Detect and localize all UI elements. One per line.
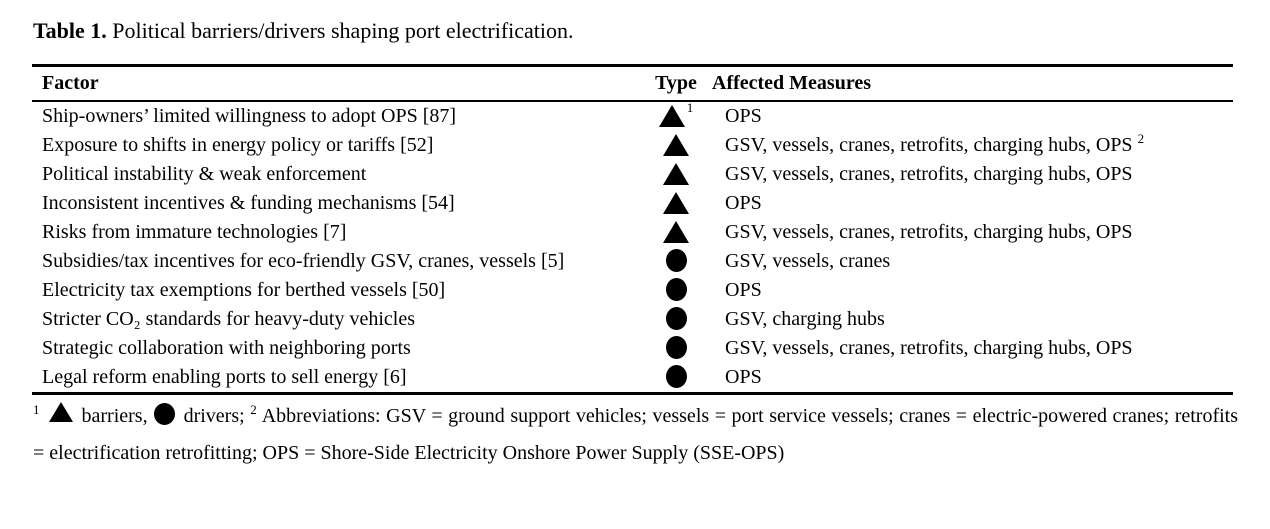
table-body: Ship-owners’ limited willingness to adop…	[32, 100, 1233, 392]
footnote-circle-label: drivers;	[183, 405, 245, 427]
triangle-icon	[663, 221, 689, 243]
type-cell	[640, 363, 712, 392]
circle-icon	[153, 403, 175, 425]
factor-cell: Strategic collaboration with neighboring…	[42, 337, 411, 359]
triangle-icon	[658, 105, 685, 127]
table-row: Exposure to shifts in energy policy or t…	[32, 131, 1233, 160]
footnote-sup-2: 2	[250, 402, 257, 418]
measures-cell: OPS	[712, 189, 1233, 218]
measures-text: OPS	[725, 105, 762, 127]
table-row: Political instability & weak enforcement…	[32, 160, 1233, 189]
measures-cell: GSV, vessels, cranes, retrofits, chargin…	[712, 131, 1233, 160]
factor-cell: Risks from immature technologies [7]	[42, 221, 347, 243]
table-row: Inconsistent incentives & funding mechan…	[32, 189, 1233, 218]
factor-cell: Exposure to shifts in energy policy or t…	[42, 134, 434, 156]
factor-cell: Legal reform enabling ports to sell ener…	[42, 366, 407, 388]
measures-text: GSV, vessels, cranes, retrofits, chargin…	[725, 221, 1133, 243]
type-cell: 1	[640, 100, 712, 131]
circle-icon	[665, 249, 687, 272]
measures-cell: OPS	[712, 102, 1233, 131]
type-sup: 1	[686, 100, 694, 115]
type-cell	[640, 276, 712, 305]
header-factor: Factor	[42, 72, 99, 94]
table-row: Ship-owners’ limited willingness to adop…	[32, 100, 1233, 131]
factor-cell: Political instability & weak enforcement	[42, 163, 367, 185]
triangle-icon	[663, 192, 689, 214]
type-cell	[640, 189, 712, 218]
measures-text: GSV, charging hubs	[725, 308, 885, 330]
measures-sup: 2	[1137, 131, 1145, 147]
type-cell	[640, 160, 712, 189]
factor-cell: Subsidies/tax incentives for eco-friendl…	[42, 250, 565, 272]
circle-icon	[665, 278, 687, 301]
measures-text: GSV, vessels, cranes	[725, 250, 891, 272]
table-caption-text: Political barriers/drivers shaping port …	[112, 18, 574, 43]
factor-cell: Ship-owners’ limited willingness to adop…	[42, 105, 457, 127]
type-cell	[640, 334, 712, 363]
table-caption-label: Table 1.	[33, 18, 107, 43]
measures-cell: GSV, vessels, cranes	[712, 247, 1233, 276]
factor-cell: Stricter CO₂ standards for heavy-duty ve…	[42, 308, 415, 330]
table-row: Risks from immature technologies [7] GSV…	[32, 218, 1233, 247]
circle-icon	[665, 336, 687, 359]
triangle-icon	[663, 134, 689, 156]
table-row: Strategic collaboration with neighboring…	[32, 334, 1233, 363]
header-type: Type	[655, 72, 697, 94]
footnote-triangle-label: barriers,	[81, 405, 148, 427]
table: Factor Type Affected Measures Ship-owner…	[32, 64, 1233, 395]
measures-cell: OPS	[712, 276, 1233, 305]
circle-icon	[665, 365, 687, 388]
measures-cell: OPS	[712, 363, 1233, 392]
measures-text: GSV, vessels, cranes, retrofits, chargin…	[725, 134, 1133, 156]
table-caption: Table 1. Political barriers/drivers shap…	[33, 16, 574, 46]
measures-text: OPS	[725, 279, 762, 301]
table-row: Subsidies/tax incentives for eco-friendl…	[32, 247, 1233, 276]
measures-text: GSV, vessels, cranes, retrofits, chargin…	[725, 163, 1133, 185]
circle-icon	[665, 307, 687, 330]
measures-cell: GSV, vessels, cranes, retrofits, chargin…	[712, 334, 1233, 363]
type-cell	[640, 131, 712, 160]
measures-text: OPS	[725, 366, 762, 388]
factor-cell: Electricity tax exemptions for berthed v…	[42, 279, 446, 301]
measures-cell: GSV, vessels, cranes, retrofits, chargin…	[712, 160, 1233, 189]
table-header-row: Factor Type Affected Measures	[32, 67, 1233, 102]
footnote-abbreviations: Abbreviations: GSV = ground support vehi…	[33, 405, 1238, 464]
footnote-sup-1: 1	[33, 402, 40, 418]
type-cell	[640, 247, 712, 276]
header-affected-measures: Affected Measures	[712, 72, 872, 94]
table-row: Legal reform enabling ports to sell ener…	[32, 363, 1233, 392]
type-cell	[640, 218, 712, 247]
measures-text: GSV, vessels, cranes, retrofits, chargin…	[725, 337, 1133, 359]
measures-cell: GSV, vessels, cranes, retrofits, chargin…	[712, 218, 1233, 247]
measures-text: OPS	[725, 192, 762, 214]
triangle-icon	[48, 402, 73, 422]
triangle-icon	[663, 163, 689, 185]
factor-cell: Inconsistent incentives & funding mechan…	[42, 192, 455, 214]
measures-cell: GSV, charging hubs	[712, 305, 1233, 334]
table-row: Stricter CO₂ standards for heavy-duty ve…	[32, 305, 1233, 334]
table-row: Electricity tax exemptions for berthed v…	[32, 276, 1233, 305]
type-cell	[640, 305, 712, 334]
